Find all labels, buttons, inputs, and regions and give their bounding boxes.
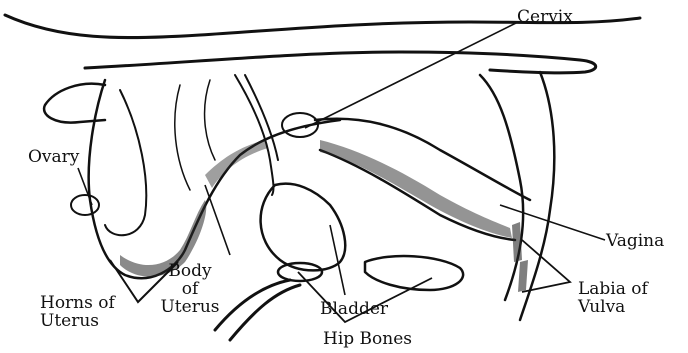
leader-cervix [305, 22, 518, 128]
uterus-inner [105, 90, 146, 235]
label-body-of-uterus: Body of Uterus [155, 262, 225, 316]
vagina-shade [320, 140, 512, 238]
uterus-wall-shade [205, 140, 268, 188]
hip-bone-right [365, 256, 463, 290]
label-labia-of-vulva: Labia of Vulva [578, 280, 648, 316]
vulva-outline [480, 72, 554, 320]
label-cervix: Cervix [517, 8, 573, 26]
label-vagina: Vagina [606, 232, 664, 250]
label-horns-of-uterus: Horns of Uterus [40, 294, 115, 330]
label-ovary: Ovary [28, 148, 79, 166]
leader-labia [522, 240, 570, 292]
leader-body [205, 185, 230, 255]
ureter [235, 75, 278, 195]
labia-shade [512, 222, 528, 292]
body-outline-upper [85, 52, 596, 73]
label-hip-bones: Hip Bones [323, 330, 412, 348]
pelvis-curve [215, 280, 300, 340]
ovary-shape [71, 195, 99, 215]
label-bladder: Bladder [320, 300, 388, 318]
bladder-shape [261, 184, 346, 271]
hip-bone-left [278, 263, 322, 281]
